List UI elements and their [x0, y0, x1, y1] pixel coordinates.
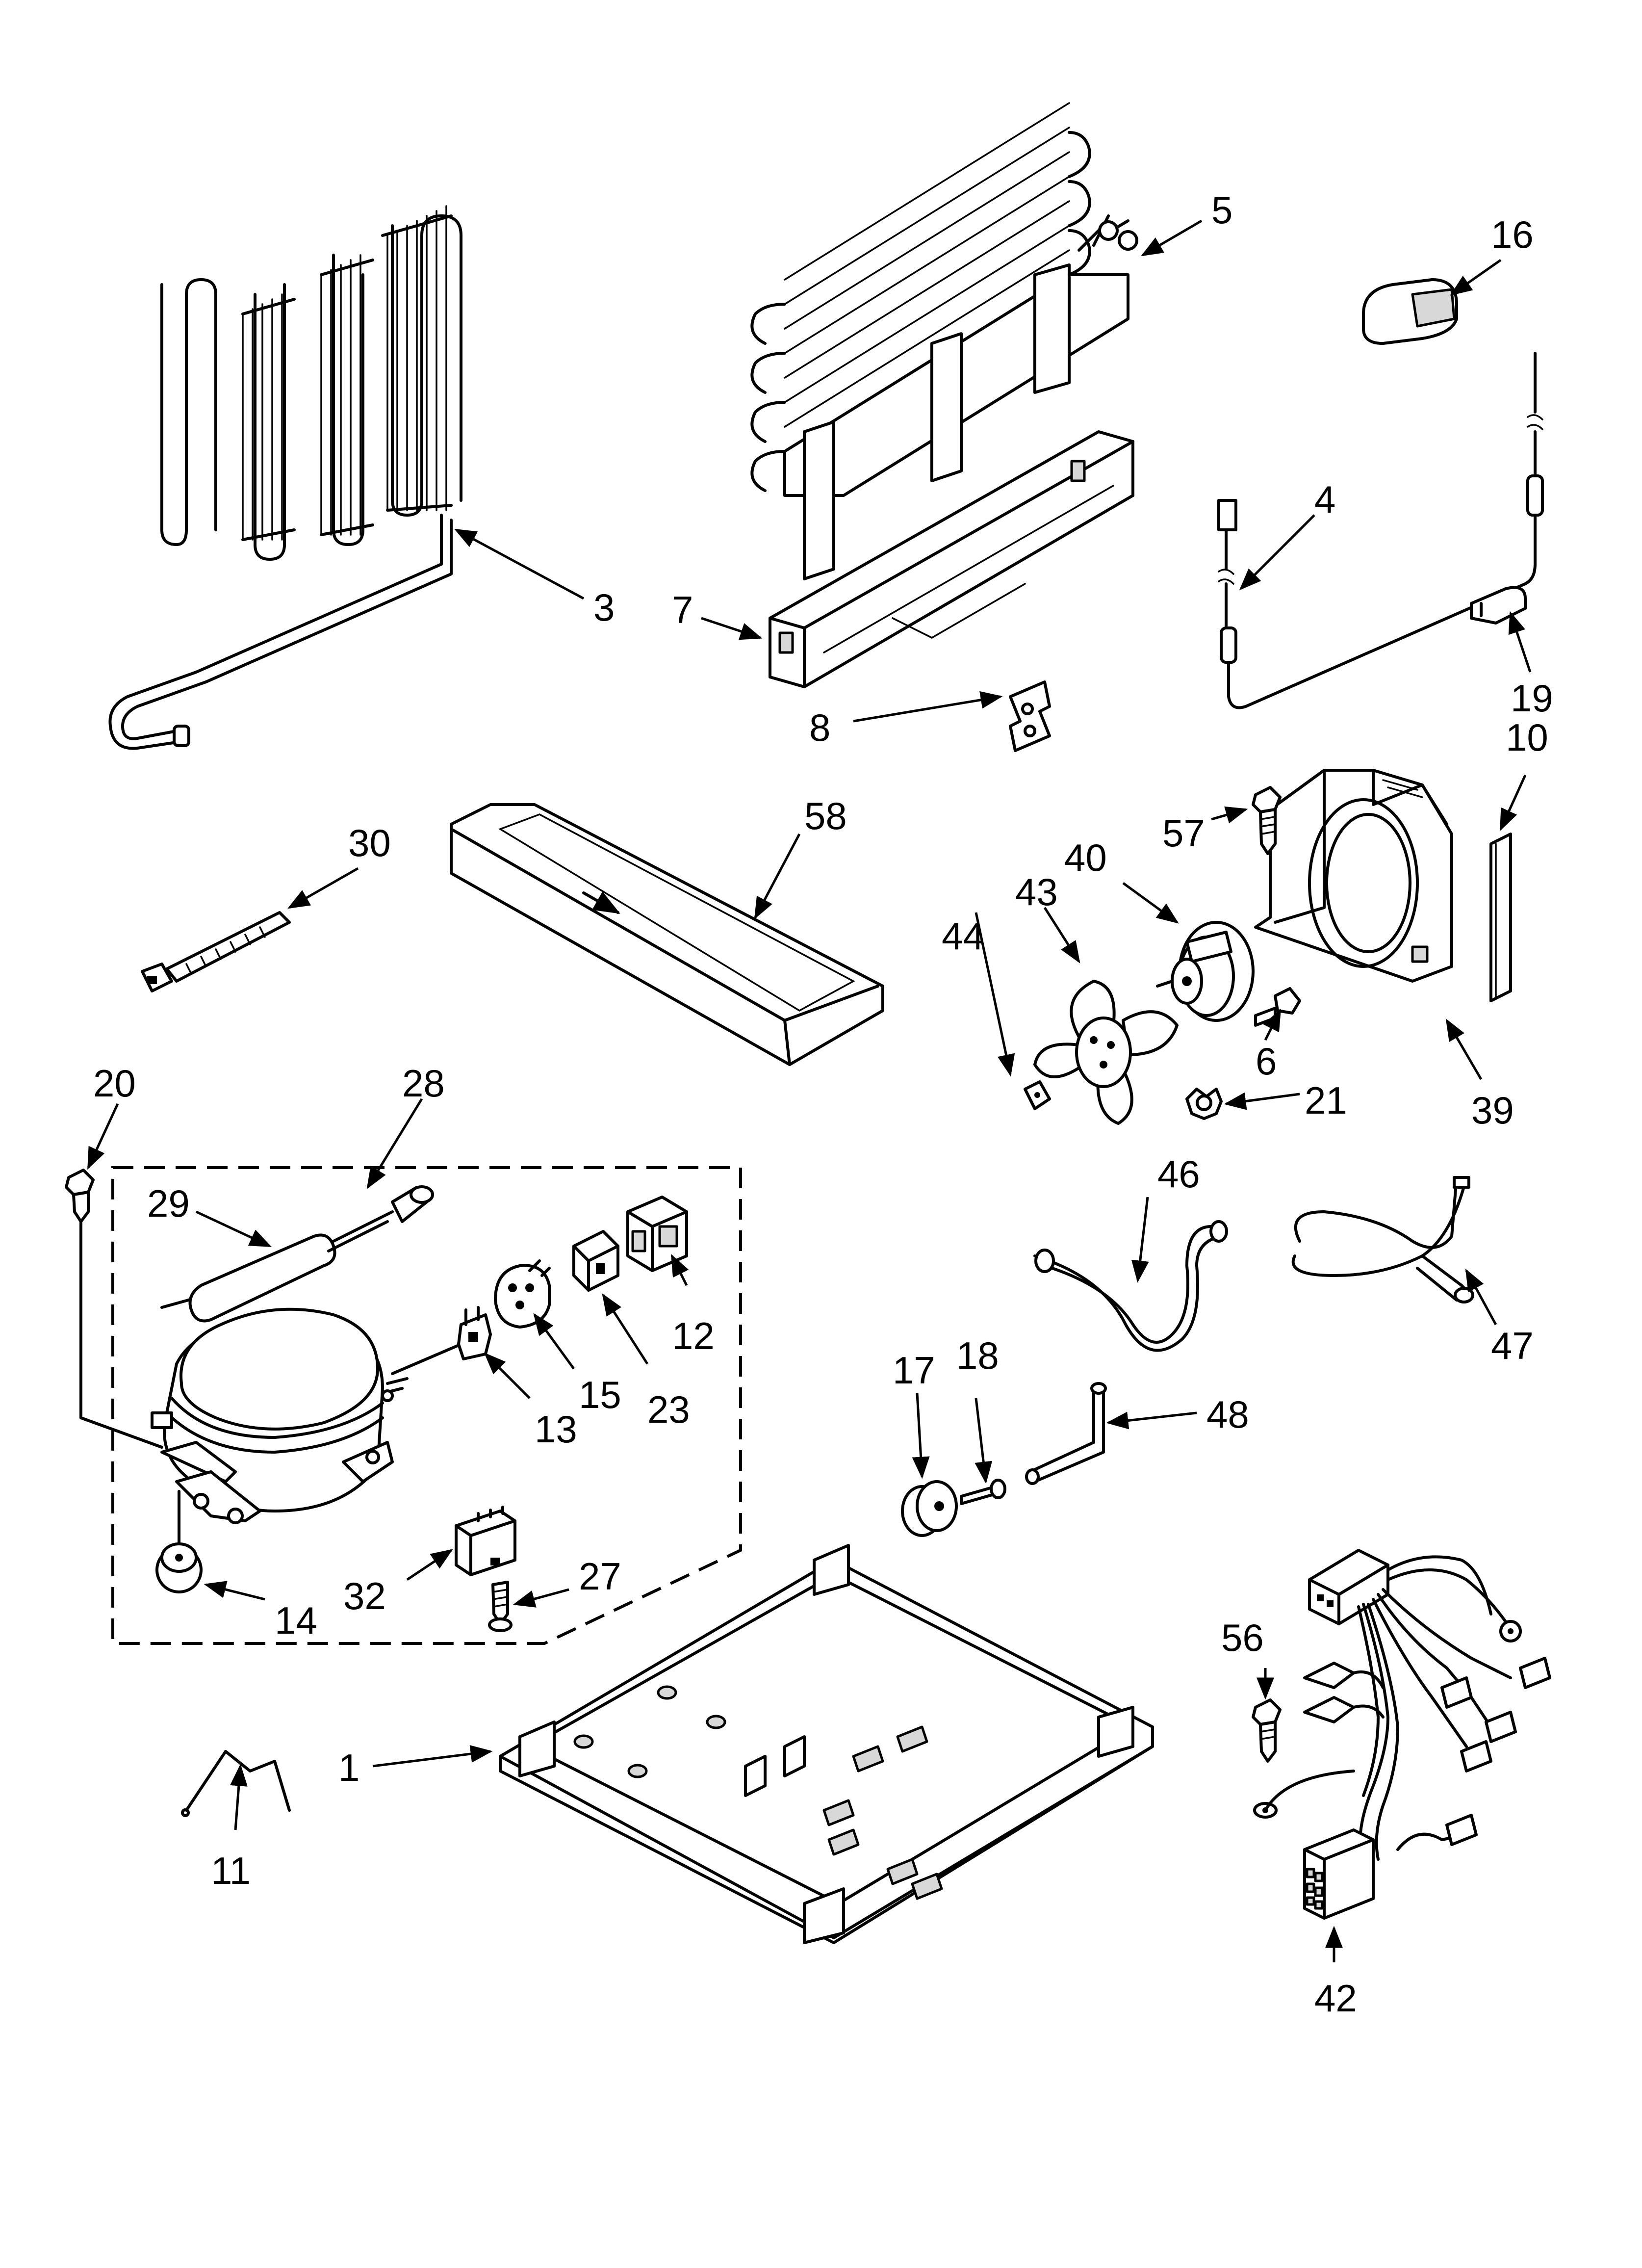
label-27: 27	[579, 1555, 621, 1598]
thermistor-wire	[1217, 352, 1544, 709]
compressor	[151, 1307, 462, 1524]
label-47: 47	[1491, 1324, 1534, 1367]
label-44: 44	[942, 914, 984, 958]
label-40: 40	[1064, 836, 1107, 879]
wiring-harness	[1303, 1549, 1551, 1920]
label-18: 18	[956, 1334, 999, 1377]
condenser-coil	[108, 205, 462, 750]
label-13: 13	[535, 1408, 577, 1451]
label-6: 6	[1256, 1040, 1277, 1083]
compressor-assembly-box	[111, 1166, 742, 1645]
label-56: 56	[1221, 1616, 1264, 1659]
label-29: 29	[147, 1182, 190, 1225]
label-14: 14	[275, 1599, 317, 1642]
callout-labels: 3 5 16 4 7 8 19 10 30 58 57 40 43 44 6 2…	[93, 188, 1553, 2020]
fan-clip	[1024, 1080, 1051, 1110]
relay	[572, 1230, 619, 1292]
tube-48	[1025, 1382, 1107, 1485]
label-19: 19	[1511, 677, 1553, 720]
cable-tie	[141, 911, 291, 992]
label-39: 39	[1471, 1089, 1514, 1132]
screw-57	[1252, 786, 1282, 855]
fan-blade	[1033, 980, 1179, 1125]
label-43: 43	[1015, 870, 1058, 913]
label-7: 7	[672, 588, 693, 631]
label-46: 46	[1157, 1152, 1200, 1196]
label-28: 28	[402, 1062, 445, 1105]
start-device	[494, 1259, 551, 1329]
label-8: 8	[809, 706, 830, 749]
gasket-strip	[1489, 833, 1512, 1002]
label-20: 20	[93, 1062, 136, 1105]
overload	[457, 1306, 492, 1360]
drain-tube	[1033, 1220, 1228, 1352]
filter-drier	[160, 1185, 434, 1323]
grommet	[1185, 1088, 1223, 1120]
relay-cover	[626, 1196, 688, 1272]
cap	[1362, 278, 1458, 345]
screw-56	[1252, 1698, 1355, 1819]
clip	[1009, 680, 1051, 752]
label-17: 17	[893, 1349, 935, 1392]
label-32: 32	[343, 1574, 386, 1617]
label-42: 42	[1314, 1977, 1357, 2020]
fan-motor	[1156, 921, 1255, 1022]
screw-27	[488, 1581, 513, 1632]
ground-screw	[65, 1169, 163, 1449]
label-58: 58	[804, 794, 847, 837]
label-10: 10	[1506, 716, 1548, 759]
thermistor-clip	[1470, 586, 1527, 625]
label-4: 4	[1314, 478, 1335, 521]
label-48: 48	[1206, 1393, 1249, 1436]
screw-6	[1254, 987, 1301, 1027]
label-11: 11	[211, 1849, 251, 1892]
base-frame	[499, 1544, 1154, 1944]
fan-shroud	[1254, 769, 1453, 983]
roller	[901, 1480, 958, 1537]
wire-bracket	[181, 1750, 291, 1817]
label-12: 12	[672, 1314, 715, 1357]
label-21: 21	[1305, 1079, 1347, 1122]
drain-pan	[450, 803, 884, 1066]
evaporator-tray	[769, 430, 1134, 688]
capacitor	[455, 1506, 516, 1576]
axle	[960, 1479, 1006, 1505]
leader-arrows	[87, 219, 1532, 1962]
label-3: 3	[593, 586, 615, 629]
label-1: 1	[338, 1746, 359, 1789]
label-57: 57	[1162, 811, 1205, 855]
hose	[1291, 1176, 1474, 1303]
label-16: 16	[1491, 213, 1534, 256]
label-5: 5	[1211, 188, 1232, 232]
label-30: 30	[348, 821, 391, 864]
label-15: 15	[579, 1373, 621, 1416]
compressor-grommet	[155, 1490, 203, 1593]
evaporator	[750, 102, 1138, 580]
label-23: 23	[647, 1388, 690, 1431]
